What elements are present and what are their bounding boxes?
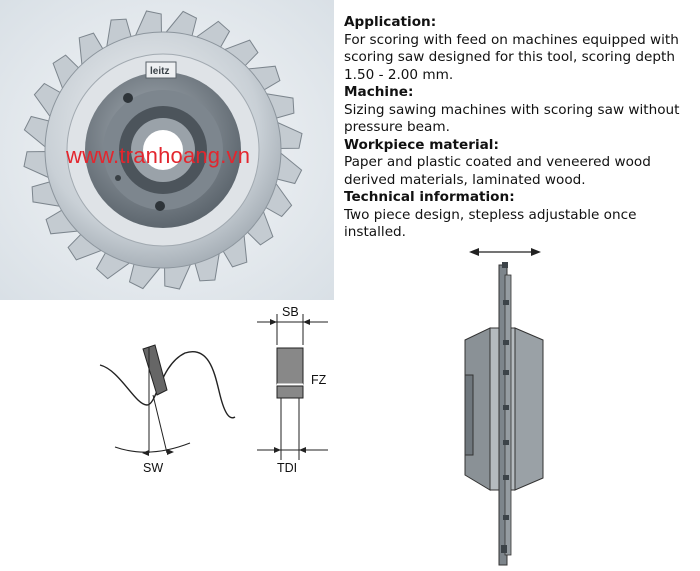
watermark: www.tranhoang.vn <box>66 143 251 168</box>
machine-text: Sizing sawing machines with scoring saw … <box>344 101 680 136</box>
tooth-profile-diagram <box>257 314 328 460</box>
sb-label: SB <box>282 305 299 319</box>
technical-text: Two piece design, stepless adjustable on… <box>344 206 637 241</box>
application-heading: Application: <box>344 14 437 30</box>
tdi-label: TDI <box>277 461 298 475</box>
svg-text:leitz: leitz <box>150 66 169 77</box>
workpiece-heading: Workpiece material: <box>344 136 499 153</box>
sw-label: SW <box>143 461 164 475</box>
machine-heading: Machine: <box>344 84 414 100</box>
fz-label: FZ <box>311 373 327 387</box>
tooth-angle-diagram <box>99 344 236 456</box>
leitz-logo: leitz <box>145 61 177 79</box>
workpiece-text: Paper and plastic coated and veneered wo… <box>344 154 651 188</box>
saw-blade-photo: leitz <box>0 0 334 300</box>
application-text: For scoring with feed on machines equipp… <box>344 31 679 83</box>
technical-heading: Technical information: <box>344 189 515 205</box>
product-description: Application: For scoring with feed on ma… <box>344 14 696 242</box>
scoring-saw-side-view <box>464 248 544 566</box>
